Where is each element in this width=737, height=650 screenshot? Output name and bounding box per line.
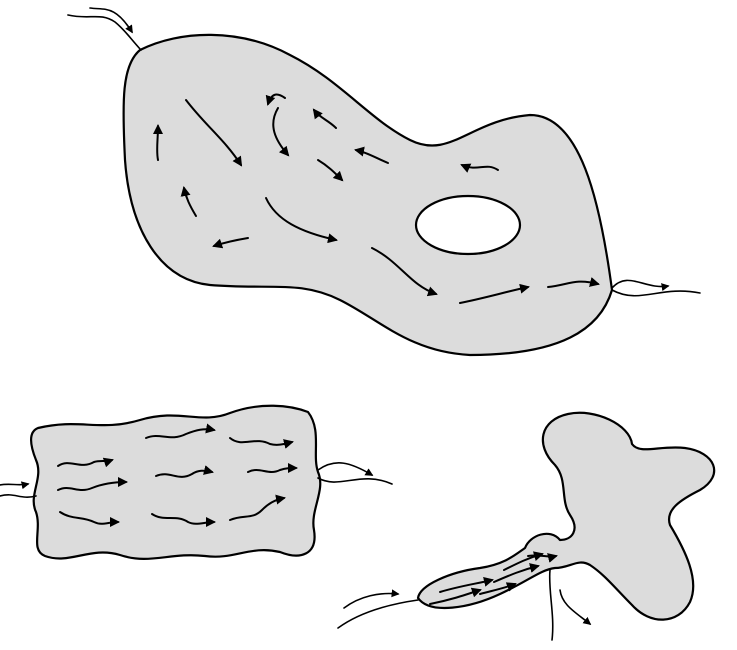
inflow-lead-top [68, 15, 141, 50]
outflow-lead-right-1 [612, 280, 668, 288]
outflow-lead-right-2 [318, 478, 392, 484]
outflow-lead-right-2 [612, 290, 700, 296]
large-region-outline [124, 35, 612, 355]
flow-arrow [528, 555, 556, 556]
branched-region [338, 413, 714, 640]
large-region-hole [416, 196, 520, 254]
inflow-lead-left-2 [0, 495, 36, 497]
branched-region-outline [418, 413, 714, 620]
outflow-lead-right-1 [318, 463, 372, 475]
inflow-lead-left [0, 484, 28, 485]
flow-arrow [157, 126, 158, 160]
wavy-region-outline [31, 406, 320, 559]
outflow-lead-bottom [560, 590, 590, 624]
outflow-lead-bottom-2 [550, 570, 553, 640]
wavy-region [0, 406, 392, 559]
large-region [68, 8, 700, 355]
